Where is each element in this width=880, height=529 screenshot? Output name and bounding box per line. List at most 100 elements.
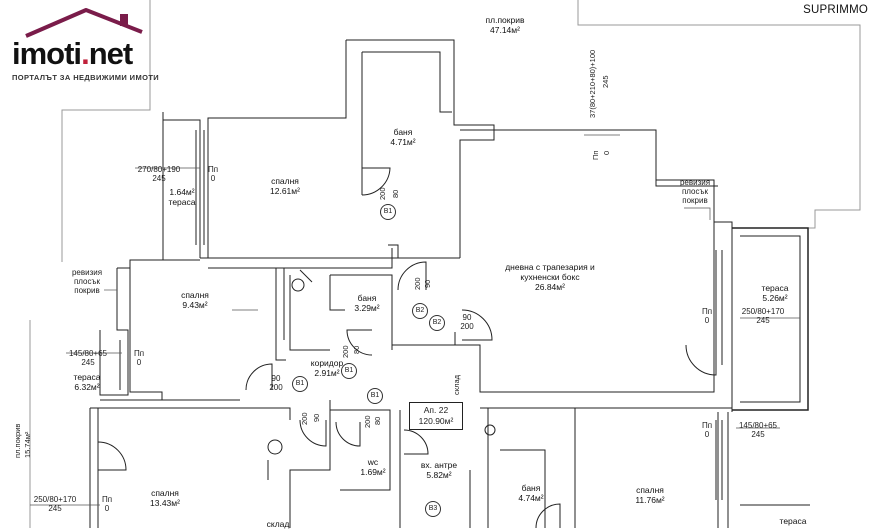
room-area: 1.69м² (360, 467, 386, 477)
door-dim-bed4: 200 (300, 412, 309, 425)
room-name: тераса (73, 372, 101, 382)
left-roof-name: пл.покрив (13, 424, 22, 458)
door-width: 90 (423, 279, 432, 288)
room-name: тераса (168, 197, 196, 207)
door-height: 200 (460, 322, 474, 331)
marker-b1-left: B1 (292, 376, 308, 392)
note-line: ревизия (679, 178, 711, 187)
room-area: 1.64м² (169, 187, 195, 197)
room-area: 6.32м² (74, 382, 100, 392)
bedroom1-label: спалня 12.61м² (255, 176, 315, 196)
apartment-number: Ап. 22 (423, 405, 449, 415)
pp-text: Пп (701, 307, 713, 316)
door-dim-wc: 200 (363, 415, 372, 428)
terrace2-label: тераса 6.32м² (62, 372, 112, 392)
pp-text: Пп (133, 349, 145, 358)
room-name-2: кухненски бокс (520, 272, 580, 282)
door-width: 90 (271, 374, 281, 383)
window-pp-5: Пп 0 (100, 495, 114, 513)
room-name: баня (357, 293, 377, 303)
room-area: 5.26м² (762, 293, 788, 303)
door-height: 200 (300, 412, 309, 425)
logo-wordmark: imoti.net (12, 36, 133, 71)
room-name: вх. антре (420, 460, 458, 470)
window-pp-4: Пп 0 (700, 421, 714, 439)
door-dim-b2-w: 90 (423, 280, 432, 288)
pp-text: Пп (207, 165, 219, 174)
marker-b1-corridor: B1 (341, 363, 357, 379)
note-line: покрив (74, 286, 100, 295)
door-dim-bath1: 200 (378, 187, 387, 200)
marker-b1-top: B1 (380, 204, 396, 220)
room-area: 11.76м² (635, 495, 665, 505)
door-dim-bath2-w: 80 (352, 346, 361, 354)
terrace4-label: тераса (779, 516, 807, 526)
room-name: тераса (761, 283, 789, 293)
bedroom3-label: спалня 11.76м² (622, 485, 678, 505)
marker-b2-upper: B2 (412, 303, 428, 319)
dim-height: 245 (751, 430, 765, 439)
room-area: 4.74м² (518, 493, 544, 503)
room-area: 5.82м² (426, 470, 452, 480)
door-height: 200 (269, 383, 283, 392)
pp-text: Пп (101, 495, 113, 504)
pp-zero: 0 (704, 316, 710, 325)
apartment-label-box: Ап. 22 120.90м² (409, 402, 463, 430)
dim-height: 245 (152, 174, 166, 183)
pp-zero: 0 (210, 174, 216, 183)
room-name: баня (393, 127, 413, 137)
wc-label: wc 1.69м² (350, 457, 396, 477)
door-height: 200 (363, 415, 372, 428)
living-label: дневна с трапезария и кухненски бокс 26.… (490, 262, 610, 292)
dim-text: 145/80+65 (738, 421, 778, 430)
suprimmo-watermark: SUPRIMMO (803, 4, 868, 16)
room-area: 12.61м² (270, 186, 300, 196)
door-dim-wc-w: 80 (373, 417, 382, 425)
imoti-logo[interactable]: imoti.net ПОРТАЛЪТ ЗА НЕДВИЖИМИ ИМОТИ (6, 6, 176, 84)
dim-text: 37(80+210+80)+100 (588, 49, 597, 118)
room-area: 3.29м² (354, 303, 380, 313)
note-line: ревизия (71, 268, 103, 277)
bedroom2-label: спалня 9.43м² (165, 290, 225, 310)
dim-text: 250/80+170 (33, 495, 77, 504)
room-name: спалня (636, 485, 664, 495)
window-dim-250a: 250/80+170 245 (738, 307, 788, 325)
door-height: 200 (378, 187, 387, 200)
door-dim-corridor: 90 200 (264, 374, 288, 392)
door-width: 90 (312, 413, 321, 422)
dim-text: 270/80+190 (137, 165, 181, 174)
room-name: пл.покрив (485, 15, 525, 25)
pp-zero: 0 (136, 358, 142, 367)
room-name: спалня (181, 290, 209, 300)
marker-b1-lower: B1 (367, 388, 383, 404)
door-height: 200 (413, 277, 422, 290)
door-height: 200 (341, 345, 350, 358)
door-dim-b2: 90 200 (456, 313, 478, 331)
door-dim-bath2: 200 (341, 345, 350, 358)
bedroom4-label: спалня 13.43м² (137, 488, 193, 508)
pp-text: Пп (591, 150, 600, 160)
pp-text: Пп (701, 421, 713, 430)
revision-note-left: ревизия плосък покрив (62, 268, 112, 295)
vertical-zero: 0 (602, 151, 611, 155)
house-roof-icon (25, 8, 143, 38)
bath1-label: баня 4.71м² (378, 127, 428, 147)
window-dim-250b: 250/80+170 245 (30, 495, 80, 513)
window-pp-2: Пп 0 (132, 349, 146, 367)
terrace3-label: тераса 5.26м² (750, 283, 800, 303)
dim-text: 250/80+170 (741, 307, 785, 316)
vertical-245: 245 (601, 75, 610, 88)
room-name: спалня (151, 488, 179, 498)
pp-zero: 0 (104, 504, 110, 513)
window-pp-3: Пп 0 (700, 307, 714, 325)
vertical-dimension-note: 37(80+210+80)+100 (588, 50, 597, 118)
door-width: 80 (352, 345, 361, 354)
marker-b2-lower: B2 (429, 315, 445, 331)
door-dim-bath1-w: 80 (391, 190, 400, 198)
roof-top-label: пл.покрив 47.14м² (470, 15, 540, 35)
door-width: 80 (373, 416, 382, 425)
window-pp-1: Пп 0 (206, 165, 220, 183)
room-name: wc (367, 457, 379, 467)
corridor-label: коридор 2.91м² (302, 358, 352, 378)
room-area: 26.84м² (535, 282, 565, 292)
